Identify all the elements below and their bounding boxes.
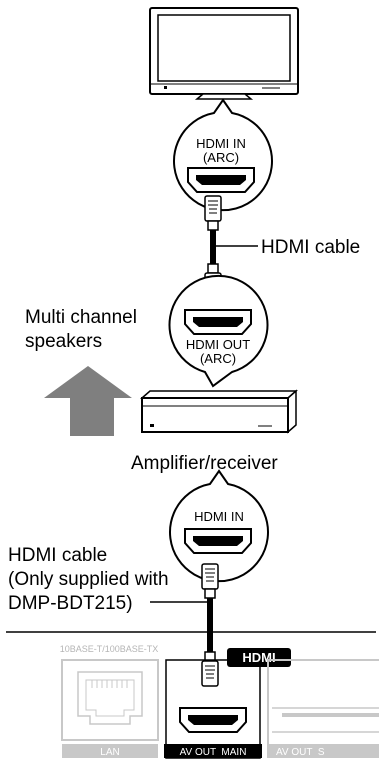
cable-bottom-label-line-2: (Only supplied with	[8, 569, 169, 590]
lan-label: LAN	[100, 747, 119, 758]
cable-bottom-label-line-3: DMP-BDT215)	[8, 593, 133, 614]
av-out-sub-label: AV OUT S	[276, 747, 325, 758]
hdmi-cable-top-label: HDMI cable	[261, 237, 361, 258]
hdmi-cable-bottom	[150, 563, 219, 687]
hdmi-cable-bottom-label: HDMI cable (Only supplied with DMP-BDT21…	[8, 544, 169, 616]
speakers-label-line-2: speakers	[25, 331, 103, 352]
amplifier-illustration	[140, 389, 298, 434]
tv-hdmi-in-port-callout: HDMI IN (ARC)	[173, 98, 273, 212]
tv-illustration	[149, 7, 299, 100]
amp-hdmi-out-port-callout: HDMI OUT (ARC)	[168, 274, 269, 388]
player-rear-panel: 10BASE-T/100BASE-TX LAN HDMI AV OUT MAIN	[6, 631, 379, 759]
cable-bottom-label-line-1: HDMI cable	[8, 545, 108, 566]
speakers-label-line-1: Multi channel	[25, 307, 137, 328]
av-out-main-section: HDMI AV OUT MAIN	[164, 648, 291, 759]
av-out-main-label: AV OUT MAIN	[180, 747, 247, 758]
av-out-sub-section: AV OUT S	[267, 659, 379, 758]
lan-port-section: 10BASE-T/100BASE-TX LAN	[60, 644, 159, 758]
amp-hdmi-out-label: HDMI OUT	[186, 337, 250, 352]
amp-hdmi-in-port-callout: HDMI IN	[169, 469, 269, 583]
speaker-output-arrow	[44, 366, 132, 436]
amp-arc-label: (ARC)	[200, 351, 236, 366]
amp-hdmi-in-label: HDMI IN	[194, 509, 244, 524]
multi-channel-speakers-label: Multi channel speakers	[25, 306, 137, 354]
hdmi-logo: HDMI	[242, 650, 275, 665]
amplifier-receiver-label: Amplifier/receiver	[131, 453, 278, 474]
tv-hdmi-in-label: HDMI IN	[196, 136, 246, 151]
tv-arc-label: (ARC)	[203, 150, 239, 165]
lan-spec-label: 10BASE-T/100BASE-TX	[60, 644, 159, 654]
